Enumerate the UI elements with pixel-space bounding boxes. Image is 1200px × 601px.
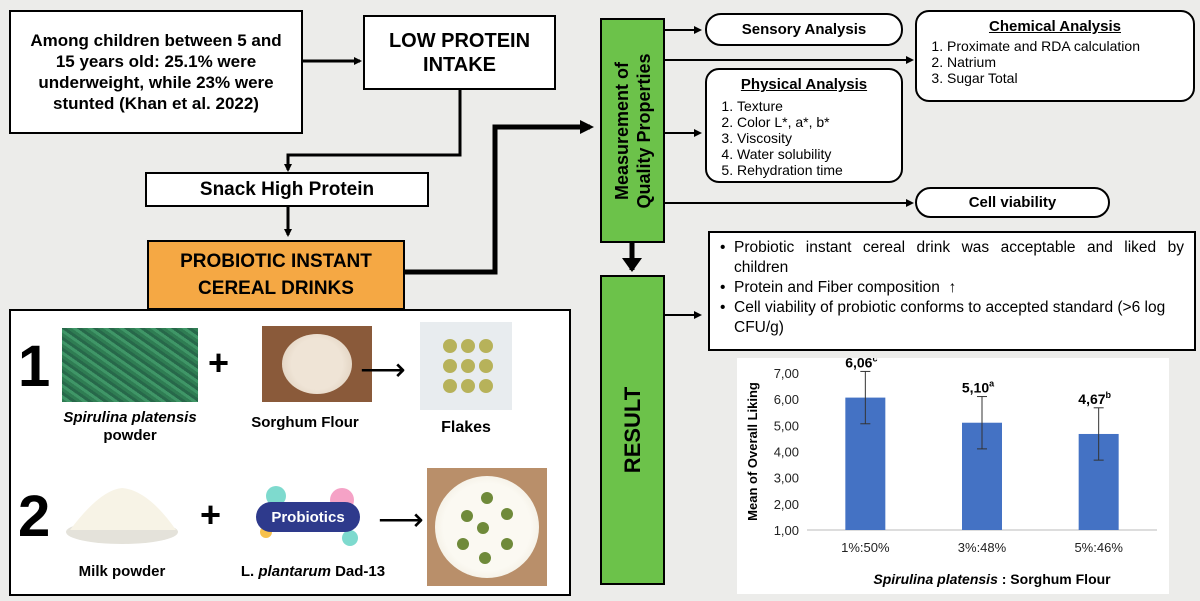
lp-suffix: Dad-13: [330, 563, 386, 580]
x-tick-label: 3%:48%: [958, 540, 1007, 555]
plus-2: +: [200, 494, 222, 535]
chemical-item: Proximate and RDA calculation: [947, 38, 1185, 54]
physical-item: Color L*, a*, b*: [737, 114, 893, 130]
bar-data-label: 4,67b: [1078, 390, 1111, 407]
finding-2: • Protein and Fiber composition ↑: [720, 279, 957, 296]
milk-powder-image: [60, 470, 184, 550]
cereal-drink-image: [427, 468, 547, 586]
significance-letter: b: [1106, 390, 1112, 400]
physical-item: Rehydration time: [737, 162, 893, 178]
step-1-number: 1: [18, 334, 51, 399]
significance-letter: a: [989, 379, 995, 389]
arrow-product-to-measurement: [405, 120, 594, 275]
viability-title: Cell viability: [968, 194, 1057, 211]
step-2-number: 2: [18, 484, 51, 549]
sorghum-caption: Sorghum Flour: [251, 414, 359, 431]
chemical-title: Chemical Analysis: [988, 18, 1121, 35]
physical-item: Texture: [737, 98, 893, 114]
probiotics-badge: Probiotics: [256, 502, 360, 532]
sensory-analysis-box: Sensory Analysis: [705, 13, 903, 46]
snack-high-protein-box: Snack High Protein: [145, 172, 429, 207]
physical-item: Water solubility: [737, 146, 893, 162]
y-tick-label: 3,00: [774, 471, 799, 486]
findings-box: • Probiotic instant cereal drink was acc…: [708, 231, 1196, 351]
milk-powder-illustration: [66, 488, 178, 544]
arrow-1: ⟶: [360, 351, 406, 387]
lp-italic: plantarum: [258, 563, 331, 580]
x-tick-label: 5%:46%: [1074, 540, 1123, 555]
measurement-box: Measurement of Quality Properties: [600, 18, 665, 243]
plus-1: +: [208, 342, 230, 383]
bar-data-label: 5,10a: [962, 379, 995, 396]
problem-text: Among children between 5 and 15 years ol…: [30, 31, 282, 113]
sensory-title: Sensory Analysis: [741, 21, 867, 38]
physical-item: Viscosity: [737, 130, 893, 146]
sorghum-flour-image: [262, 326, 372, 402]
flakes-caption: Flakes: [441, 419, 491, 436]
milk-caption: Milk powder: [78, 563, 166, 580]
probiotics-badge-image: Probiotics: [246, 478, 370, 558]
finding-2-text: Protein and Fiber composition: [734, 279, 940, 296]
spirulina-rest: powder: [103, 427, 157, 444]
lp-prefix: L.: [240, 563, 259, 580]
increase-arrow-icon: ↑: [948, 279, 957, 296]
x-axis-title-rest: : Sorghum Flour: [998, 571, 1111, 587]
arrow-2: ⟶: [378, 501, 424, 537]
cell-viability-box: Cell viability: [915, 187, 1110, 218]
significance-letter: c: [872, 358, 877, 363]
y-tick-label: 6,00: [774, 392, 799, 407]
x-tick-label: 1%:50%: [841, 540, 890, 555]
product-line2: CEREAL DRINKS: [198, 278, 354, 299]
flakes-image: [420, 322, 512, 410]
product-box: PROBIOTIC INSTANT CEREAL DRINKS: [147, 240, 405, 310]
y-tick-label: 2,00: [774, 497, 799, 512]
finding-1: • Probiotic instant cereal drink was acc…: [720, 239, 1184, 276]
physical-analysis-box: Physical Analysis Texture Color L*, a*, …: [705, 68, 903, 183]
cereal-flakes-in-drink: [457, 492, 513, 564]
result-label: RESULT: [619, 386, 645, 474]
flakes-illustration: [443, 339, 493, 393]
snack-text: Snack High Protein: [199, 178, 375, 200]
bar-data-label: 6,06c: [845, 358, 877, 370]
spirulina-caption: Spirulina platensis powder: [40, 409, 220, 445]
chemical-list: Proximate and RDA calculation Natrium Su…: [925, 38, 1185, 86]
finding-3-text: Cell viability of probiotic conforms to …: [734, 299, 1166, 336]
chemical-analysis-box: Chemical Analysis Proximate and RDA calc…: [915, 10, 1195, 102]
low-protein-intake-box: LOW PROTEIN INTAKE: [363, 15, 556, 90]
result-box: RESULT: [600, 275, 665, 585]
chemical-item: Natrium: [947, 54, 1185, 70]
y-tick-label: 5,00: [774, 418, 799, 433]
finding-3: • Cell viability of probiotic conforms t…: [720, 298, 1184, 338]
measurement-line2: Quality Properties: [633, 52, 654, 209]
spirulina-italic: Spirulina platensis: [63, 409, 197, 426]
low-protein-text: LOW PROTEIN INTAKE: [388, 29, 531, 76]
plantarum-caption: L. plantarum Dad-13: [228, 563, 398, 581]
y-tick-label: 4,00: [774, 445, 799, 460]
finding-1-text: Probiotic instant cereal drink was accep…: [734, 239, 1184, 276]
arrow-intake-to-snack: [284, 90, 462, 172]
measurement-label: Measurement of Quality Properties: [611, 53, 655, 208]
y-tick-label: 7,00: [774, 366, 799, 381]
y-tick-label: 1,00: [774, 523, 799, 538]
spirulina-powder-image: [62, 328, 198, 402]
physical-list: Texture Color L*, a*, b* Viscosity Water…: [715, 98, 893, 178]
product-line1: PROBIOTIC INSTANT: [180, 251, 372, 272]
x-axis-title-italic: Spirulina platensis: [873, 571, 998, 587]
measurement-line1: Measurement of: [611, 61, 632, 200]
y-axis-title: Mean of Overall Liking: [745, 382, 760, 521]
problem-statement: Among children between 5 and 15 years ol…: [9, 10, 303, 134]
physical-title: Physical Analysis: [740, 76, 868, 93]
x-axis-title: Spirulina platensis : Sorghum Flour: [873, 571, 1111, 587]
chemical-item: Sugar Total: [947, 70, 1185, 86]
